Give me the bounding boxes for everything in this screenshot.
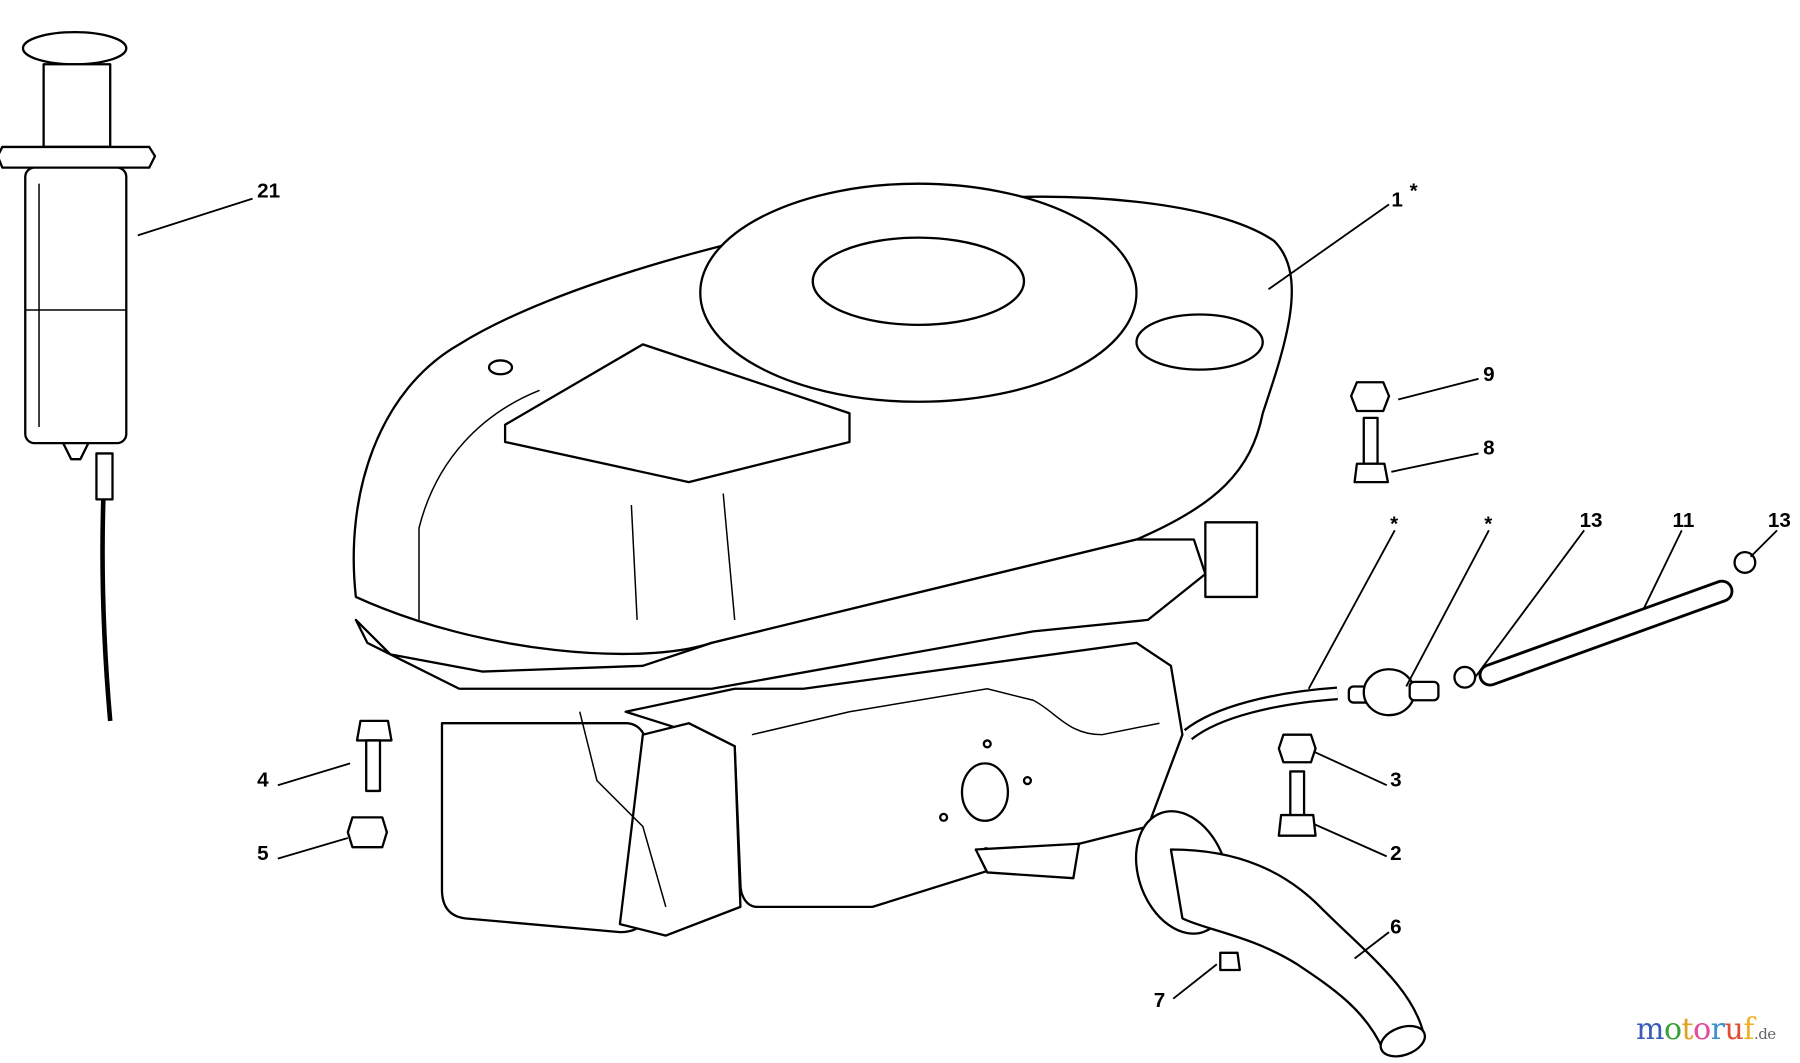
label-9: 9 <box>1483 363 1494 386</box>
exhaust-pipe-part-6 <box>1134 810 1427 1058</box>
watermark-letter: m <box>1636 1012 1664 1047</box>
label-3: 3 <box>1390 768 1402 791</box>
label-8: 8 <box>1483 437 1494 460</box>
leader-lines <box>137 197 1778 1000</box>
engine-part-1 <box>352 182 1293 937</box>
label-1-star: * <box>1410 179 1419 202</box>
label-7: 7 <box>1154 989 1166 1012</box>
label-5: 5 <box>257 842 269 865</box>
label-1: 1 <box>1391 189 1403 212</box>
label-13a: 13 <box>1580 509 1603 532</box>
label-2: 2 <box>1390 842 1402 865</box>
watermark-letter: o <box>1693 1012 1711 1047</box>
label-star-a: * <box>1390 512 1399 535</box>
watermark-letter: f <box>1743 1012 1754 1047</box>
watermark-letter: o <box>1663 1012 1682 1047</box>
watermark-letter: r <box>1710 1012 1725 1047</box>
fuel-line-parts <box>1183 551 1757 741</box>
watermark-letter: t <box>1681 1012 1694 1047</box>
watermark-letter: u <box>1724 1012 1744 1047</box>
fasteners <box>346 381 1391 972</box>
watermark-suffix: .de <box>1753 1025 1776 1043</box>
label-star-b: * <box>1484 512 1493 535</box>
label-4: 4 <box>257 768 269 791</box>
label-21: 21 <box>257 179 280 202</box>
syringe-part-21 <box>0 30 157 722</box>
motoruf-watermark-logo: motoruf.de <box>1636 1012 1776 1047</box>
label-13b: 13 <box>1768 509 1791 532</box>
label-6: 6 <box>1390 915 1402 938</box>
label-11: 11 <box>1673 509 1695 532</box>
